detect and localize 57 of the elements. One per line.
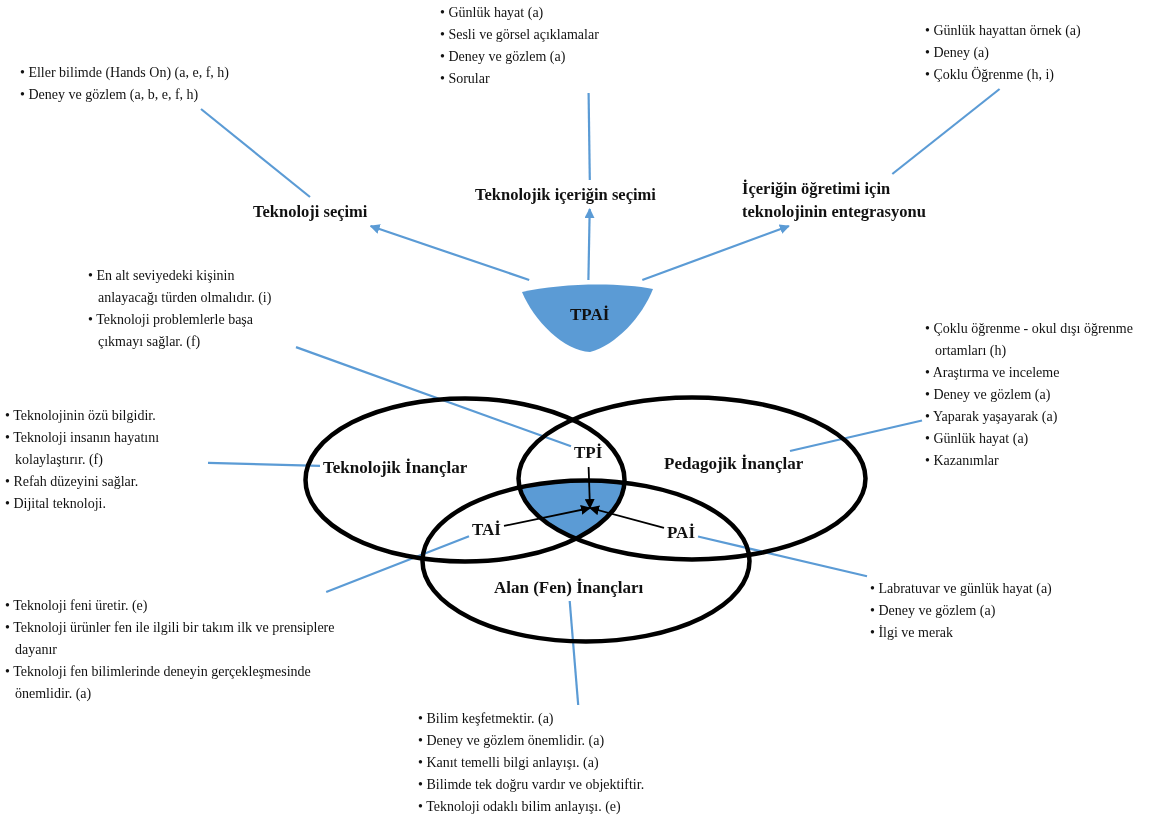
list-item: • Deney (a)	[925, 44, 990, 62]
leader-line	[697, 535, 868, 578]
leader-line	[891, 88, 1001, 175]
list-item: • Deney ve gözlem (a)	[925, 386, 1052, 404]
leader-line	[789, 419, 923, 453]
list-item: • Çoklu öğrenme - okul dışı öğrenme ortamları (h)	[925, 320, 1134, 360]
list-item: • Kazanımlar	[925, 452, 1000, 470]
arrow	[641, 224, 790, 282]
list-item: • Teknoloji problemlerle başa çıkmayı sağlar. (f)	[88, 311, 254, 351]
topic-label: Teknoloji seçimi	[253, 200, 403, 223]
ellipse-label: Pedagojik İnançlar	[664, 454, 804, 474]
list-item: • Deney ve gözlem önemlidir. (a)	[418, 732, 606, 750]
region-label: TPİ	[574, 441, 603, 464]
list-item: • Teknoloji feni üretir. (e)	[5, 597, 149, 615]
leader-line	[325, 535, 470, 594]
arrow	[584, 208, 595, 280]
arrow	[589, 505, 665, 529]
region-label: PAİ	[667, 521, 695, 544]
list-item: • Deney ve gözlem (a)	[440, 48, 567, 66]
shape-label: TPAİ	[570, 305, 610, 325]
arrow	[584, 466, 595, 509]
list-item: • İlgi ve merak	[870, 624, 955, 642]
list-item: • Labratuvar ve günlük hayat (a)	[870, 580, 1053, 598]
list-item: • Teknoloji ürünler fen ile ilgili bir takım ilk ve prensiplere dayanır	[5, 619, 336, 659]
list-item: • Günlük hayat (a)	[440, 4, 545, 22]
ellipse-label: Teknolojik İnançlar	[323, 458, 468, 478]
list-item: • Günlük hayattan örnek (a)	[925, 22, 1082, 40]
list-item: • Sesli ve görsel açıklamalar	[440, 26, 600, 44]
list-item: • Araştırma ve inceleme	[925, 364, 1061, 382]
arrow	[369, 224, 530, 282]
arrow	[503, 504, 591, 527]
leader-line	[207, 461, 321, 467]
list-item: • Günlük hayat (a)	[925, 430, 1030, 448]
list-item: • Yaparak yaşayarak (a)	[925, 408, 1059, 426]
list-item: • Çoklu Öğrenme (h, i)	[925, 66, 1055, 84]
list-item: • En alt seviyedeki kişinin anlayacağı türden olmalıdır. (i)	[88, 267, 273, 307]
list-item: • Deney ve gözlem (a, b, e, f, h)	[20, 86, 200, 104]
list-item: • Teknoloji fen bilimlerinde deneyin gerçekleşmesinde önemlidir. (a)	[5, 663, 312, 703]
list-item: • Eller bilimde (Hands On) (a, e, f, h)	[20, 64, 230, 82]
list-item: • Teknoloji insanın hayatını kolaylaştırır. (f)	[5, 429, 161, 469]
topic-label: Teknolojik içeriğin seçimi	[475, 183, 705, 206]
leader-line	[568, 600, 580, 706]
topic-label: İçeriğin öğretimi için teknolojinin entegrasyonu	[742, 177, 977, 223]
list-item: • Deney ve gözlem (a)	[870, 602, 997, 620]
list-item: • Kanıt temelli bilgi anlayışı. (a)	[418, 754, 600, 772]
leader-line	[587, 93, 591, 180]
list-item: • Sorular	[440, 70, 491, 88]
leader-line	[295, 346, 572, 448]
list-item: • Dijital teknoloji.	[5, 495, 107, 513]
ellipse-label: Alan (Fen) İnançları	[494, 578, 644, 598]
list-item: • Refah düzeyini sağlar.	[5, 473, 140, 491]
list-item: • Bilim keşfetmektir. (a)	[418, 710, 555, 728]
list-item: • Bilimde tek doğru vardır ve objektiftir.	[418, 776, 646, 794]
list-item: • Teknolojinin özü bilgidir.	[5, 407, 157, 425]
region-label: TAİ	[472, 518, 501, 541]
leader-line	[200, 108, 311, 198]
list-item: • Teknoloji odaklı bilim anlayışı. (e)	[418, 798, 622, 816]
